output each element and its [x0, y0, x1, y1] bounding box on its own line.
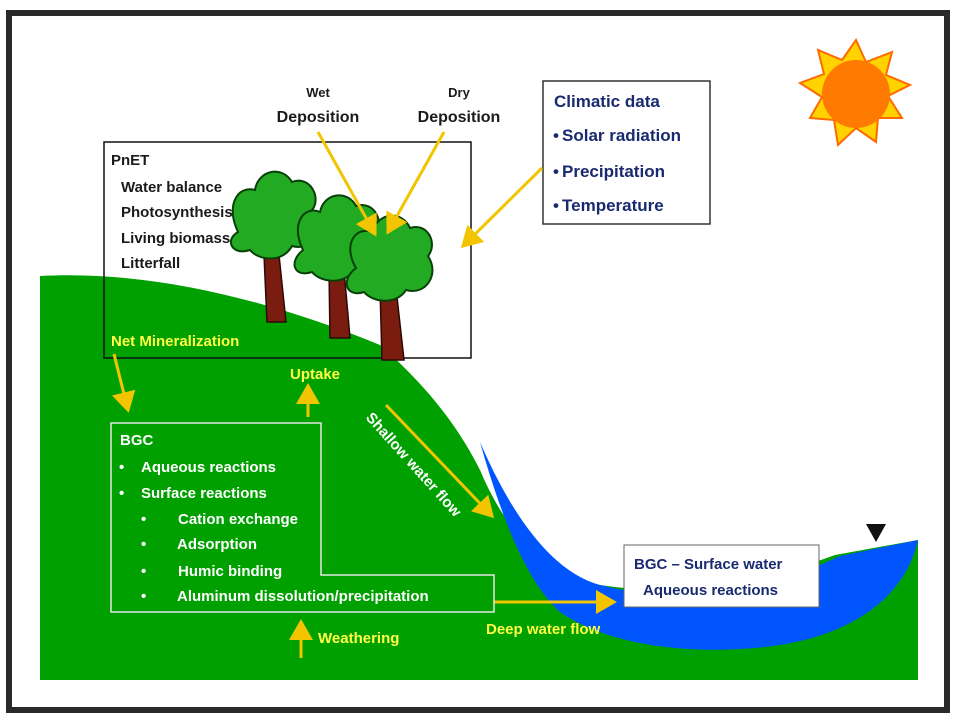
climatic-data-box — [542, 80, 711, 225]
uptake-label: Uptake — [290, 366, 340, 383]
bgc-title: BGC — [120, 432, 154, 449]
bgc-sub-bullet: • — [141, 588, 146, 605]
bgc-bullet: • — [119, 485, 124, 502]
climate-item-temperature: Temperature — [562, 196, 664, 215]
bgc-subitem-cation-exchange: Cation exchange — [178, 511, 298, 528]
surface-water-title: BGC – Surface water — [634, 556, 783, 573]
bgc-subitem-humic-binding: Humic binding — [178, 563, 282, 580]
wet-deposition-label-line1: Wet — [306, 85, 330, 100]
climate-arrow — [460, 166, 544, 249]
weathering-label: Weathering — [318, 630, 399, 647]
water-level-marker-icon — [866, 524, 886, 542]
climate-bullet: • — [553, 162, 559, 181]
bgc-sub-bullet: • — [141, 536, 146, 553]
pnet-item-photosynthesis: Photosynthesis — [121, 204, 233, 221]
hillside-ground — [40, 275, 918, 680]
dry-deposition-arrow — [386, 131, 446, 235]
shallow-water-flow-arrow — [384, 403, 495, 519]
tree-icon — [345, 214, 434, 361]
climate-bullet: • — [553, 126, 559, 145]
bgc-sub-bullet: • — [141, 563, 146, 580]
bgc-item-surface-reactions: Surface reactions — [141, 485, 267, 502]
bgc-bullet: • — [119, 459, 124, 476]
bgc-item-aqueous-reactions: Aqueous reactions — [141, 459, 276, 476]
pnet-item-litterfall: Litterfall — [121, 255, 180, 272]
bgc-box — [110, 422, 495, 613]
bgc-subitem-adsorption: Adsorption — [177, 536, 257, 553]
pnet-title: PnET — [111, 152, 149, 169]
surface-water-box — [623, 544, 820, 608]
climate-item-precipitation: Precipitation — [562, 162, 665, 181]
net-mineralization-arrow — [111, 353, 136, 413]
net-mineralization-label: Net Mineralization — [111, 333, 239, 350]
climatic-data-title: Climatic data — [554, 92, 660, 111]
climate-item-solar-radiation: Solar radiation — [562, 126, 681, 145]
pnet-box — [103, 141, 472, 359]
bgc-subitem-aluminum: Aluminum dissolution/precipitation — [177, 588, 429, 605]
pnet-item-living-biomass: Living biomass — [121, 230, 230, 247]
outer-frame — [6, 10, 950, 713]
surface-water-subtitle: Aqueous reactions — [643, 582, 778, 599]
deep-water-flow-label: Deep water flow — [486, 621, 601, 638]
sun-icon — [797, 37, 913, 148]
bgc-sub-bullet: • — [141, 511, 146, 528]
dry-deposition-label-line2: Deposition — [418, 109, 501, 126]
wet-deposition-arrow — [316, 131, 377, 237]
climate-bullet: • — [553, 196, 559, 215]
pnet-item-water-balance: Water balance — [121, 179, 222, 196]
dry-deposition-label-line1: Dry — [448, 85, 470, 100]
tree-icon — [229, 170, 319, 323]
wet-deposition-label-line2: Deposition — [277, 109, 360, 126]
